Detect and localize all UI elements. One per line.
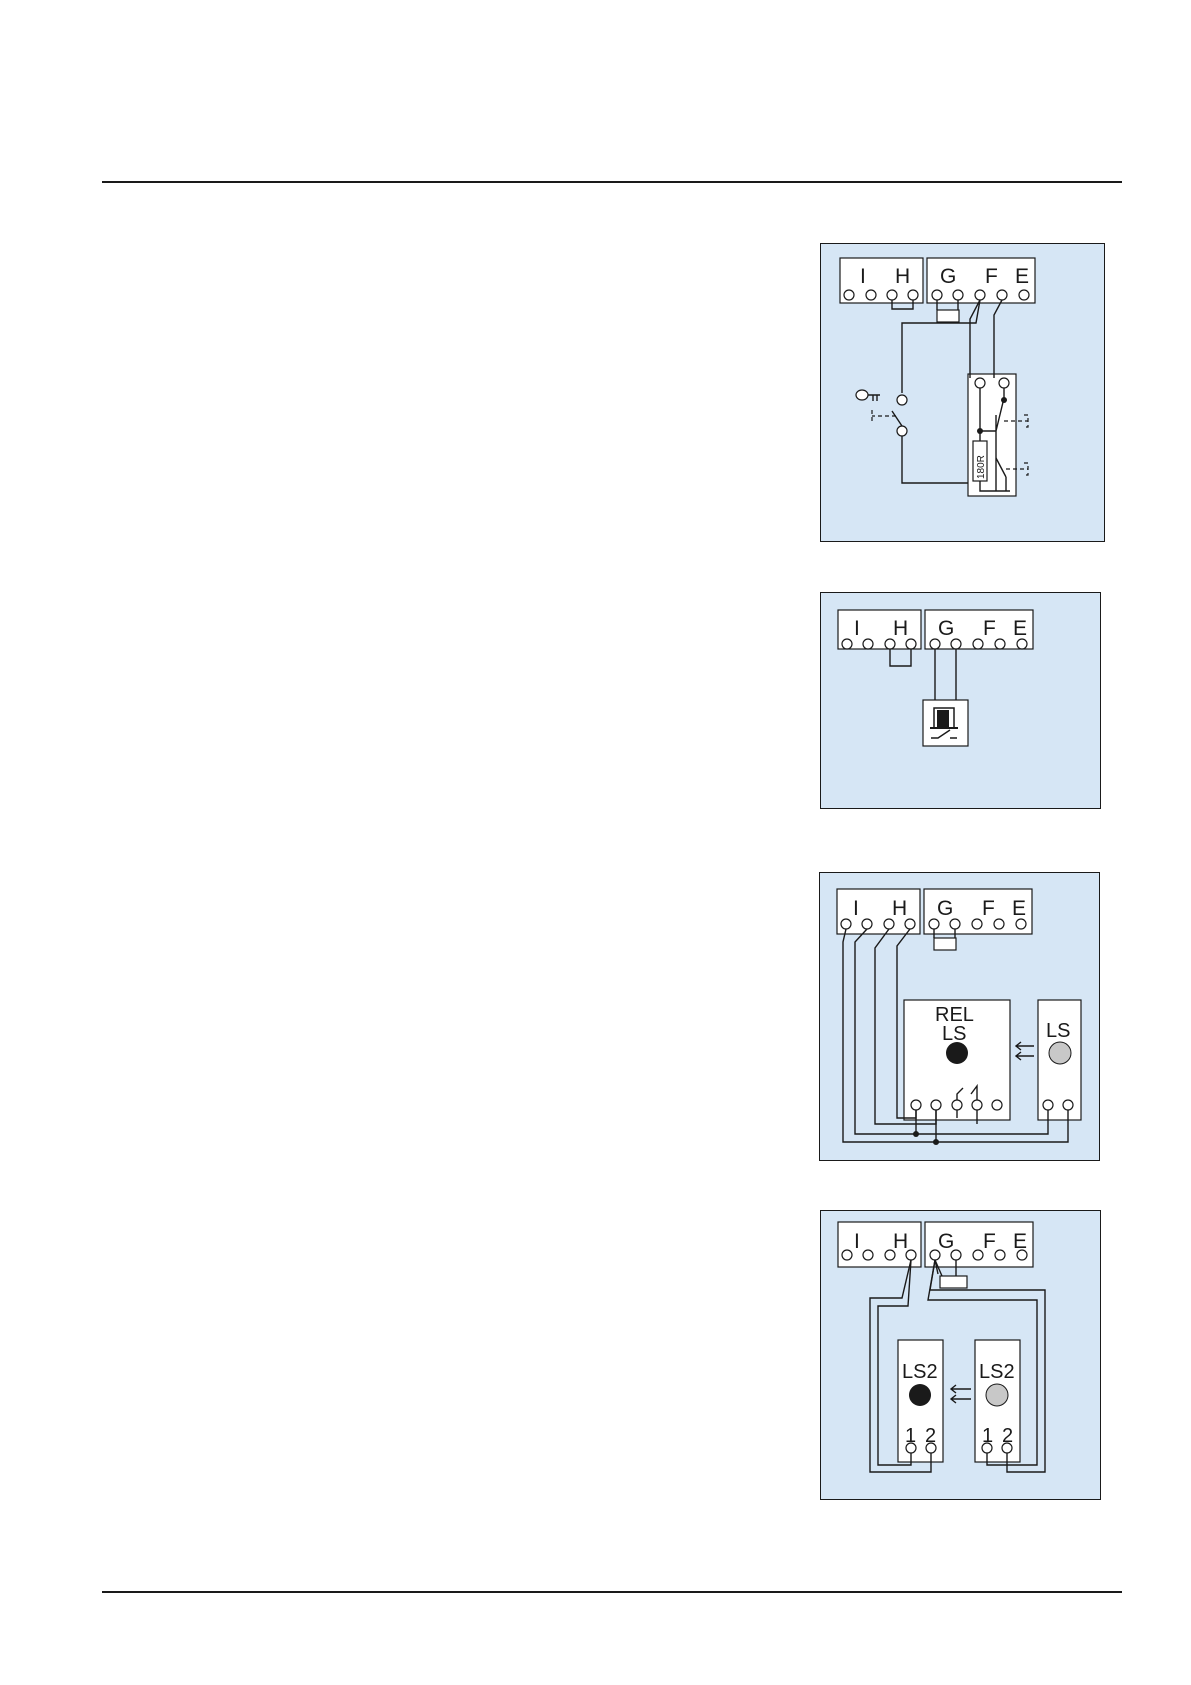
terminal-label-e: E xyxy=(1013,1230,1027,1253)
terminal-pins xyxy=(842,639,1027,649)
terminal-label-g: G xyxy=(938,617,954,640)
jumper-g xyxy=(934,938,956,950)
transmitter-lens xyxy=(986,1384,1008,1406)
terminal-block-ih xyxy=(838,1222,921,1267)
terminal-label-h: H xyxy=(893,1230,908,1253)
header-rule xyxy=(102,181,1122,183)
terminal-label-g: G xyxy=(940,265,956,288)
wiring-diagram-door-contact: I H G F E xyxy=(820,592,1102,810)
wiring-diagram-key-switch: I H G F E 180R xyxy=(820,243,1106,543)
terminal-label-g: G xyxy=(937,897,953,920)
terminal-label-e: E xyxy=(1015,265,1029,288)
terminal-label-f: F xyxy=(985,265,998,288)
terminal-label-h: H xyxy=(892,897,907,920)
receiver-lens xyxy=(909,1384,931,1406)
terminal-pins xyxy=(841,919,1026,929)
terminal-label-f: F xyxy=(983,1230,996,1253)
ls2-transmitter-label: LS2 xyxy=(979,1361,1015,1383)
wiring-diagram-photocell-relay: I H G F E REL LS LS xyxy=(819,872,1101,1162)
terminal-label-h: H xyxy=(893,617,908,640)
jumper-g xyxy=(940,1276,967,1288)
terminal-label-e: E xyxy=(1013,617,1027,640)
ls2-receiver-label: LS2 xyxy=(902,1361,938,1383)
terminal-label-f: F xyxy=(982,897,995,920)
wiring-diagram-ls2-pair: I H G F E LS2 1 2 LS2 1 2 xyxy=(820,1210,1102,1501)
terminal-pins xyxy=(842,1250,1027,1260)
terminal-label-i: I xyxy=(854,617,860,640)
relay-label-ls: LS xyxy=(942,1023,966,1045)
terminal-label-i: I xyxy=(853,897,859,920)
terminal-label-f: F xyxy=(983,617,996,640)
footer-rule xyxy=(102,1591,1122,1593)
transmitter-label: LS xyxy=(1046,1020,1070,1042)
terminal-label-i: I xyxy=(854,1230,860,1253)
jumper-g xyxy=(937,310,959,322)
transmitter-lens xyxy=(1049,1042,1071,1064)
receiver-lens xyxy=(946,1042,968,1064)
terminal-label-g: G xyxy=(938,1230,954,1253)
terminal-label-h: H xyxy=(895,265,910,288)
terminal-pins xyxy=(844,290,1029,300)
resistor-label: 180R xyxy=(976,455,987,479)
terminal-label-i: I xyxy=(860,265,866,288)
terminal-label-e: E xyxy=(1012,897,1026,920)
